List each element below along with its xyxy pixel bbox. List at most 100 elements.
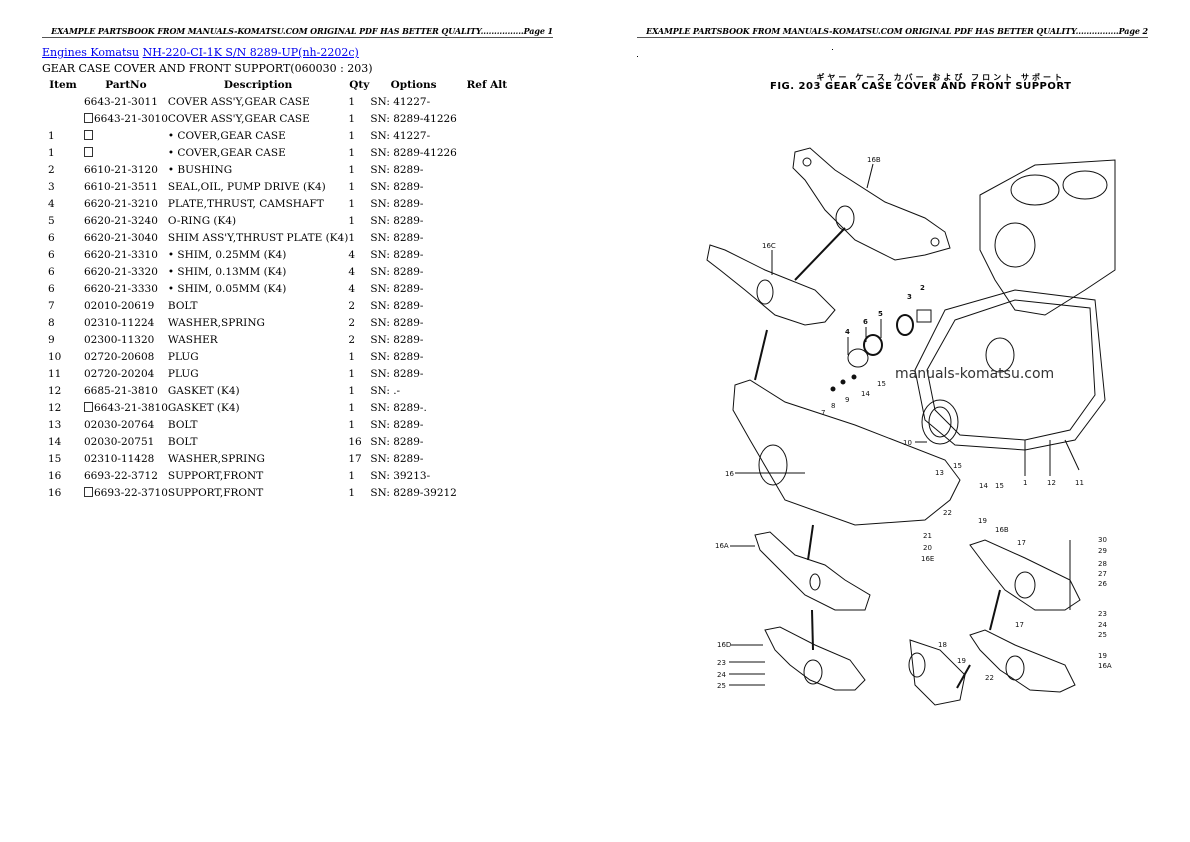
cell-ref-alt [457,467,517,484]
cell-description-text: WASHER [167,333,218,346]
cell-qty: 16 [348,433,370,450]
cell-item-text: 3 [48,180,55,193]
cell-options-text: SN: 39213- [370,469,431,482]
cell-qty-text: 2 [348,299,355,312]
figure-title-japanese: ギヤー ケース カバー および フロント サポート [816,73,1065,82]
svg-text:2: 2 [920,284,925,292]
cell-options-text: SN: 41227- [370,129,431,142]
breadcrumb-link-model[interactable]: NH-220-CI-1K S/N 8289-UP(nh-2202c) [142,46,359,59]
cell-partno: 6693-22-3712 [84,467,168,484]
page-header: EXAMPLE PARTSBOOK FROM MANUALS-KOMATSU.C… [42,26,553,38]
cell-options-text: SN: 8289- [370,248,424,261]
cell-partno-text: 6643-21-3011 [84,95,158,108]
cell-item-text: 7 [48,299,55,312]
cell-description-text: GASKET (K4) [167,401,240,414]
cell-description-text: SUPPORT,FRONT [167,486,264,499]
cell-ref-alt [457,433,517,450]
cell-qty: 4 [348,280,370,297]
cell-options: SN: 8289-41226 [370,110,457,127]
cell-ref-alt [457,144,517,161]
svg-text:16A: 16A [715,542,729,550]
cell-description: BOLT [168,297,348,314]
cell-options-text: SN: 8289- [370,214,424,227]
cell-item-text: 9 [48,333,55,346]
cell-partno-text: 6643-21-3810 [94,401,168,414]
cell-options-text: SN: 8289- [370,163,424,176]
cell-partno-text: 6610-21-3511 [84,180,158,193]
cell-partno: 6610-21-3511 [84,178,168,195]
svg-text:16C: 16C [762,242,776,250]
col-qty: Qty [349,79,370,91]
cell-item: 6 [42,280,84,297]
cell-options-text: SN: 8289- [370,333,424,346]
breadcrumb: Engines Komatsu NH-220-CI-1K S/N 8289-UP… [42,46,359,59]
cell-partno: 02010-20619 [84,297,168,314]
cell-description-text: BOLT [167,418,198,431]
cell-options: SN: 8289- [370,297,457,314]
svg-text:8: 8 [831,402,835,410]
cell-partno: 02030-20751 [84,433,168,450]
svg-text:15: 15 [953,462,962,470]
cell-item-text: 10 [48,350,62,363]
cell-partno: 02720-20608 [84,348,168,365]
figure-title-english: FIG. 203 GEAR CASE COVER AND FRONT SUPPO… [770,81,1072,92]
cell-qty: 1 [348,348,370,365]
svg-text:21: 21 [923,532,932,540]
cell-options: SN: 8289- [370,280,457,297]
cell-item-text: 12 [48,384,62,397]
cell-ref-alt [457,127,517,144]
replacement-box-icon [84,401,93,412]
cell-description: SHIM ASS'Y,THRUST PLATE (K4) [168,229,348,246]
col-item: Item [49,79,77,91]
cell-options: SN: 8289- [370,178,457,195]
cell-description: WASHER [168,331,348,348]
svg-text:22: 22 [943,509,952,517]
table-header-row: Item PartNo Description Qty Options Ref … [42,77,517,93]
cell-item-text: 16 [48,469,62,482]
cell-partno [84,127,168,144]
svg-text:17: 17 [1017,539,1026,547]
cell-qty: 1 [348,144,370,161]
breadcrumb-link-engines[interactable]: Engines Komatsu [42,46,140,59]
cell-ref-alt [457,416,517,433]
cell-options: SN: .- [370,382,457,399]
cell-partno [84,144,168,161]
cell-description: BOLT [168,416,348,433]
svg-text:16B: 16B [995,526,1009,534]
cell-options-text: SN: 8289- [370,299,424,312]
cell-item-text: 12 [48,401,62,414]
speck [832,49,833,50]
cell-options: SN: 8289-41226 [370,144,457,161]
page-header: EXAMPLE PARTSBOOK FROM MANUALS-KOMATSU.C… [637,26,1148,38]
cell-options-text: SN: 8289- [370,367,424,380]
svg-text:18: 18 [938,641,947,649]
cell-item-text: 6 [48,265,55,278]
cell-options-text: SN: 8289- [370,316,424,329]
cell-partno-text: 02310-11224 [84,316,155,329]
cell-description: COVER ASS'Y,GEAR CASE [168,93,348,110]
cell-qty-text: 2 [348,333,355,346]
page-1: EXAMPLE PARTSBOOK FROM MANUALS-KOMATSU.C… [42,26,553,499]
cell-description-text: O-RING (K4) [167,214,237,227]
cell-description-text: • SHIM, 0.05MM (K4) [167,282,287,295]
cell-qty-text: 1 [348,197,355,210]
cell-item: 15 [42,450,84,467]
cell-item [42,93,84,110]
cell-partno: 6620-21-3330 [84,280,168,297]
cell-item: 16 [42,467,84,484]
cell-item: 11 [42,365,84,382]
replacement-box-icon [84,146,93,157]
cell-partno-text: 6685-21-3810 [84,384,158,397]
cell-description: • COVER,GEAR CASE [168,127,348,144]
svg-text:17: 17 [1015,621,1024,629]
cell-partno-text: 6610-21-3120 [84,163,158,176]
svg-text:29: 29 [1098,547,1107,555]
cell-qty: 1 [348,365,370,382]
cell-ref-alt [457,93,517,110]
